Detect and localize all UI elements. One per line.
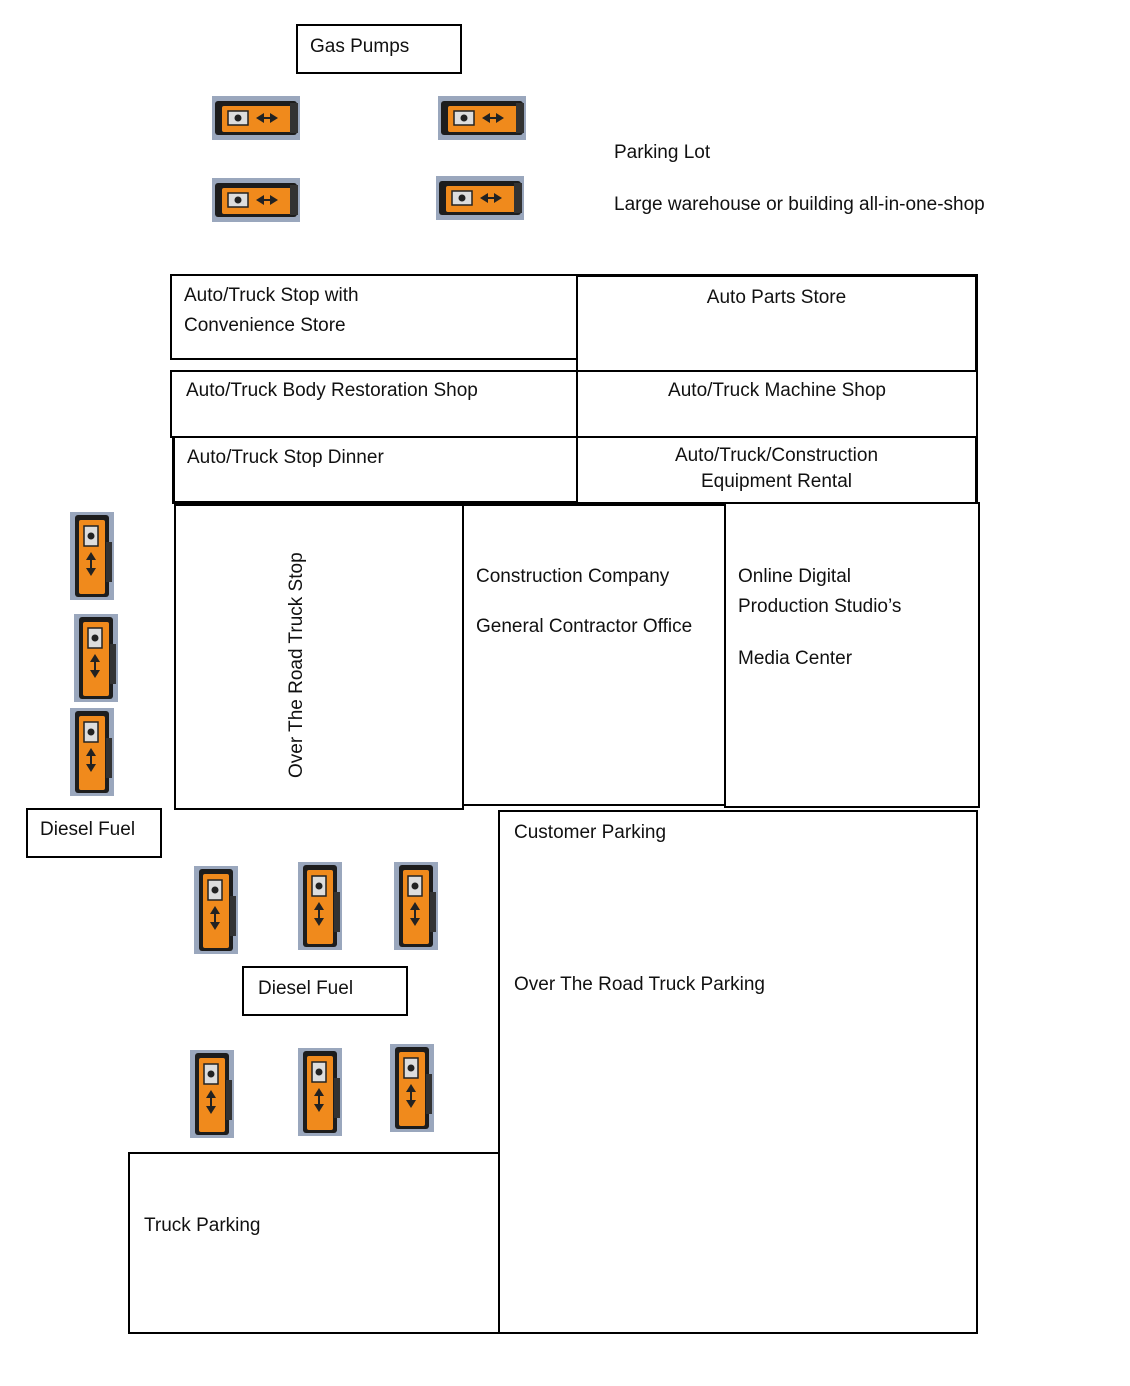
truck-stop-dinner-label: Auto/Truck Stop Dinner: [187, 447, 384, 468]
convenience-store-room: Auto/Truck Stop with Convenience Store: [170, 274, 578, 360]
diesel-fuel-left-box: Diesel Fuel: [26, 808, 162, 858]
studio-label-line2: Production Studio’s: [738, 596, 902, 617]
construction-company-room: Construction Company General Contractor …: [462, 504, 726, 806]
equipment-rental-room: Auto/Truck/Construction Equipment Rental: [576, 436, 978, 504]
parking-lot-label: Parking Lot: [614, 142, 711, 163]
diesel-pump-icon: [298, 1048, 342, 1136]
over-the-road-truck-stop-room: Over The Road Truck Stop: [174, 504, 464, 810]
diesel-fuel-center-label: Diesel Fuel: [258, 978, 354, 999]
digital-production-studio-room: Online Digital Production Studio’s Media…: [724, 502, 980, 808]
diesel-pump-icon: [70, 708, 114, 796]
general-contractor-office-label: General Contractor Office: [476, 616, 693, 637]
warehouse-label: Large warehouse or building all-in-one-s…: [614, 194, 985, 215]
diesel-pump-icon: [390, 1044, 434, 1132]
gas-pump-icon: [438, 96, 526, 140]
media-center-label: Media Center: [738, 648, 853, 669]
over-the-road-truck-parking-label: Over The Road Truck Parking: [514, 974, 765, 995]
diesel-pump-icon: [298, 862, 342, 950]
equipment-rental-label-line2: Equipment Rental: [700, 471, 853, 492]
truck-stop-dinner-room: Auto/Truck Stop Dinner: [172, 436, 578, 504]
diesel-pump-icon: [74, 614, 118, 702]
gas-pump-icon: [212, 178, 300, 222]
diesel-pump-icon: [190, 1050, 234, 1138]
gas-pumps-label: Gas Pumps: [310, 36, 410, 57]
auto-parts-store-room: Auto Parts Store: [576, 274, 978, 372]
gas-pumps-label-box: Gas Pumps: [296, 24, 462, 74]
truck-parking-area: Truck Parking: [128, 1152, 500, 1334]
diesel-fuel-left-label: Diesel Fuel: [40, 819, 136, 840]
convenience-store-label-line2: Convenience Store: [184, 315, 346, 336]
machine-shop-room: Auto/Truck Machine Shop: [576, 370, 978, 438]
customer-parking-label: Customer Parking: [514, 822, 667, 843]
over-the-road-truck-stop-label: Over The Road Truck Stop: [286, 552, 307, 778]
gas-pump-icon: [436, 176, 524, 220]
diesel-pump-icon: [70, 512, 114, 600]
body-restoration-shop-room: Auto/Truck Body Restoration Shop: [170, 370, 578, 438]
diesel-fuel-center-box: Diesel Fuel: [242, 966, 408, 1016]
body-restoration-shop-label: Auto/Truck Body Restoration Shop: [186, 380, 478, 401]
auto-parts-store-label: Auto Parts Store: [706, 287, 847, 308]
truck-parking-label: Truck Parking: [144, 1215, 261, 1236]
equipment-rental-label-line1: Auto/Truck/Construction: [674, 445, 879, 466]
convenience-store-label-line1: Auto/Truck Stop with: [184, 285, 359, 306]
studio-label-line1: Online Digital: [738, 566, 851, 587]
diesel-pump-icon: [394, 862, 438, 950]
construction-company-label: Construction Company: [476, 566, 670, 587]
diesel-pump-icon: [194, 866, 238, 954]
customer-parking-area: Customer Parking Over The Road Truck Par…: [498, 810, 978, 1334]
machine-shop-label: Auto/Truck Machine Shop: [668, 380, 886, 401]
gas-pump-icon: [212, 96, 300, 140]
